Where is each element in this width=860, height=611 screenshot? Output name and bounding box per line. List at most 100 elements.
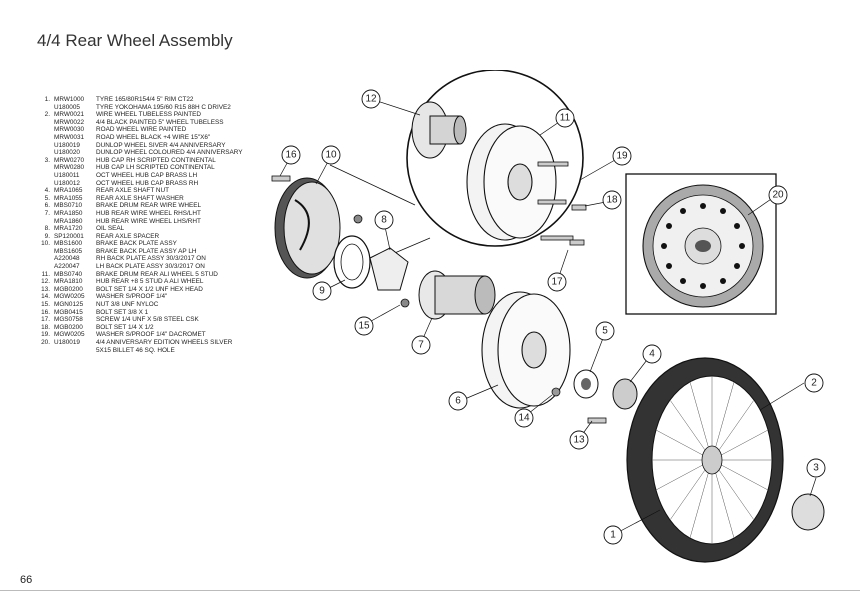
part-desc: WASHER S/PROOF 1/4" DACROMET xyxy=(96,331,206,339)
anniversary-wheel xyxy=(642,184,764,308)
callout-label: 13 xyxy=(573,435,585,446)
part-code: U180019 xyxy=(54,339,80,346)
callout: 9 xyxy=(312,281,332,301)
part-code: MRW0030 xyxy=(54,126,85,134)
part-code: U180019 xyxy=(54,141,80,149)
part-desc: BRAKE BACK PLATE ASSY AP LH xyxy=(96,247,197,255)
callout-label: 9 xyxy=(319,286,325,297)
part-desc: REAR AXLE SHAFT NUT xyxy=(96,187,170,195)
part-desc: WIRE WHEEL TUBELESS PAINTED xyxy=(96,111,201,119)
part-desc: 4/4 ANNIVERSARY EDITION WHEELS SILVER xyxy=(96,339,233,346)
callout: 1 xyxy=(603,525,623,545)
part-num xyxy=(34,126,54,134)
detail-leader-line xyxy=(389,237,431,256)
wheel-studs xyxy=(537,161,574,241)
callout: 7 xyxy=(411,335,431,355)
part-desc: NUT 3/8 UNF NYLOC xyxy=(96,301,159,309)
callout-label: 2 xyxy=(811,378,817,389)
callout: 19 xyxy=(612,146,632,166)
part-code: MRW0031 xyxy=(54,133,85,141)
part-desc: BOLT SET 1/4 X 1/2 xyxy=(96,323,154,331)
part-desc: REAR AXLE SPACER xyxy=(96,232,160,240)
part-code: MRW0280 xyxy=(54,164,85,172)
part-desc: BOLT SET 3/8 X 1 xyxy=(96,308,149,316)
part-desc: ROAD WHEEL BLACK +4 WIRE 15"x6" xyxy=(96,133,211,141)
wire-wheel-tyre xyxy=(626,357,784,563)
part-num xyxy=(34,180,54,188)
callout: 14 xyxy=(514,408,534,428)
callout-label: 17 xyxy=(551,277,563,288)
callout-label: 14 xyxy=(518,413,530,424)
part-num: 10. xyxy=(41,240,50,248)
callout-label: 18 xyxy=(606,195,618,206)
bolt-13 xyxy=(587,417,607,424)
part-code: MGS0758 xyxy=(54,316,83,324)
part-num: 20. xyxy=(41,339,50,346)
part-desc: HUB REAR WIRE WHEEL LHS/RHT xyxy=(96,217,201,225)
part-code: MGW0205 xyxy=(54,293,85,301)
part-num: 14. xyxy=(41,293,50,301)
callout-label: 11 xyxy=(560,113,571,124)
parts-list-row: 5x15 BILLET 46 SQ. HOLE xyxy=(34,347,274,355)
part-desc: BRAKE DRUM REAR WIRE WHEEL xyxy=(96,202,202,210)
callout: 15 xyxy=(354,316,374,336)
part-code: MRA1065 xyxy=(54,187,83,195)
part-desc: SCREW 1/4 UNF x 5/8 STEEL CSK xyxy=(96,316,199,324)
part-code: U180020 xyxy=(54,149,80,157)
callout: 11 xyxy=(555,108,575,128)
parts-list-row: 14. MGW0205 WASHER S/PROOF 1/4" xyxy=(34,293,274,301)
part-num: 18. xyxy=(41,323,50,331)
callout: 5 xyxy=(595,321,615,341)
callout: 8 xyxy=(374,210,394,230)
part-code: MRA1810 xyxy=(54,278,83,286)
nut-15-upper xyxy=(353,214,363,224)
part-num xyxy=(34,218,54,226)
part-code: MGW0205 xyxy=(54,331,85,339)
parts-list-row: 18. MGB0200 BOLT SET 1/4 X 1/2 xyxy=(34,324,274,332)
part-code: MBS0740 xyxy=(54,270,83,278)
callout-label: 12 xyxy=(365,94,377,105)
part-code: MRA1055 xyxy=(54,194,83,202)
hub-wire-wheel xyxy=(418,270,496,320)
part-desc: WASHER S/PROOF 1/4" xyxy=(96,293,168,301)
brake-drum-ali xyxy=(466,123,557,241)
part-desc: TYRE YOKOHAMA 195/60 R15 88H C DRIVE2 xyxy=(96,103,231,111)
part-code: MRW1000 xyxy=(54,96,85,103)
axle-nut xyxy=(612,378,638,410)
part-desc: HUB REAR WIRE WHEEL RHS/LHT xyxy=(96,209,201,217)
part-code: U180011 xyxy=(54,171,80,179)
part-desc: BOLT SET 1/4 X 1/2 UNF HEX HEAD xyxy=(96,285,203,293)
part-code: MGB0200 xyxy=(54,323,83,331)
parts-list-row: MRW0031 ROAD WHEEL BLACK +4 WIRE 15"x6" xyxy=(34,134,274,142)
part-num xyxy=(34,263,54,271)
part-desc: BRAKE DRUM REAR ALI WHEEL 5 STUD xyxy=(96,270,218,278)
part-num: 2. xyxy=(44,111,50,119)
part-code: U180012 xyxy=(54,179,80,187)
callout-label: 10 xyxy=(325,150,337,161)
part-code: SP120001 xyxy=(54,232,84,240)
callout: 17 xyxy=(547,272,567,292)
part-num: 17. xyxy=(41,316,50,324)
parts-list-row: 17. MGS0758 SCREW 1/4 UNF x 5/8 STEEL CSK xyxy=(34,316,274,324)
part-desc: LH BACK PLATE ASSY 30/3/2017 ON xyxy=(96,263,205,271)
